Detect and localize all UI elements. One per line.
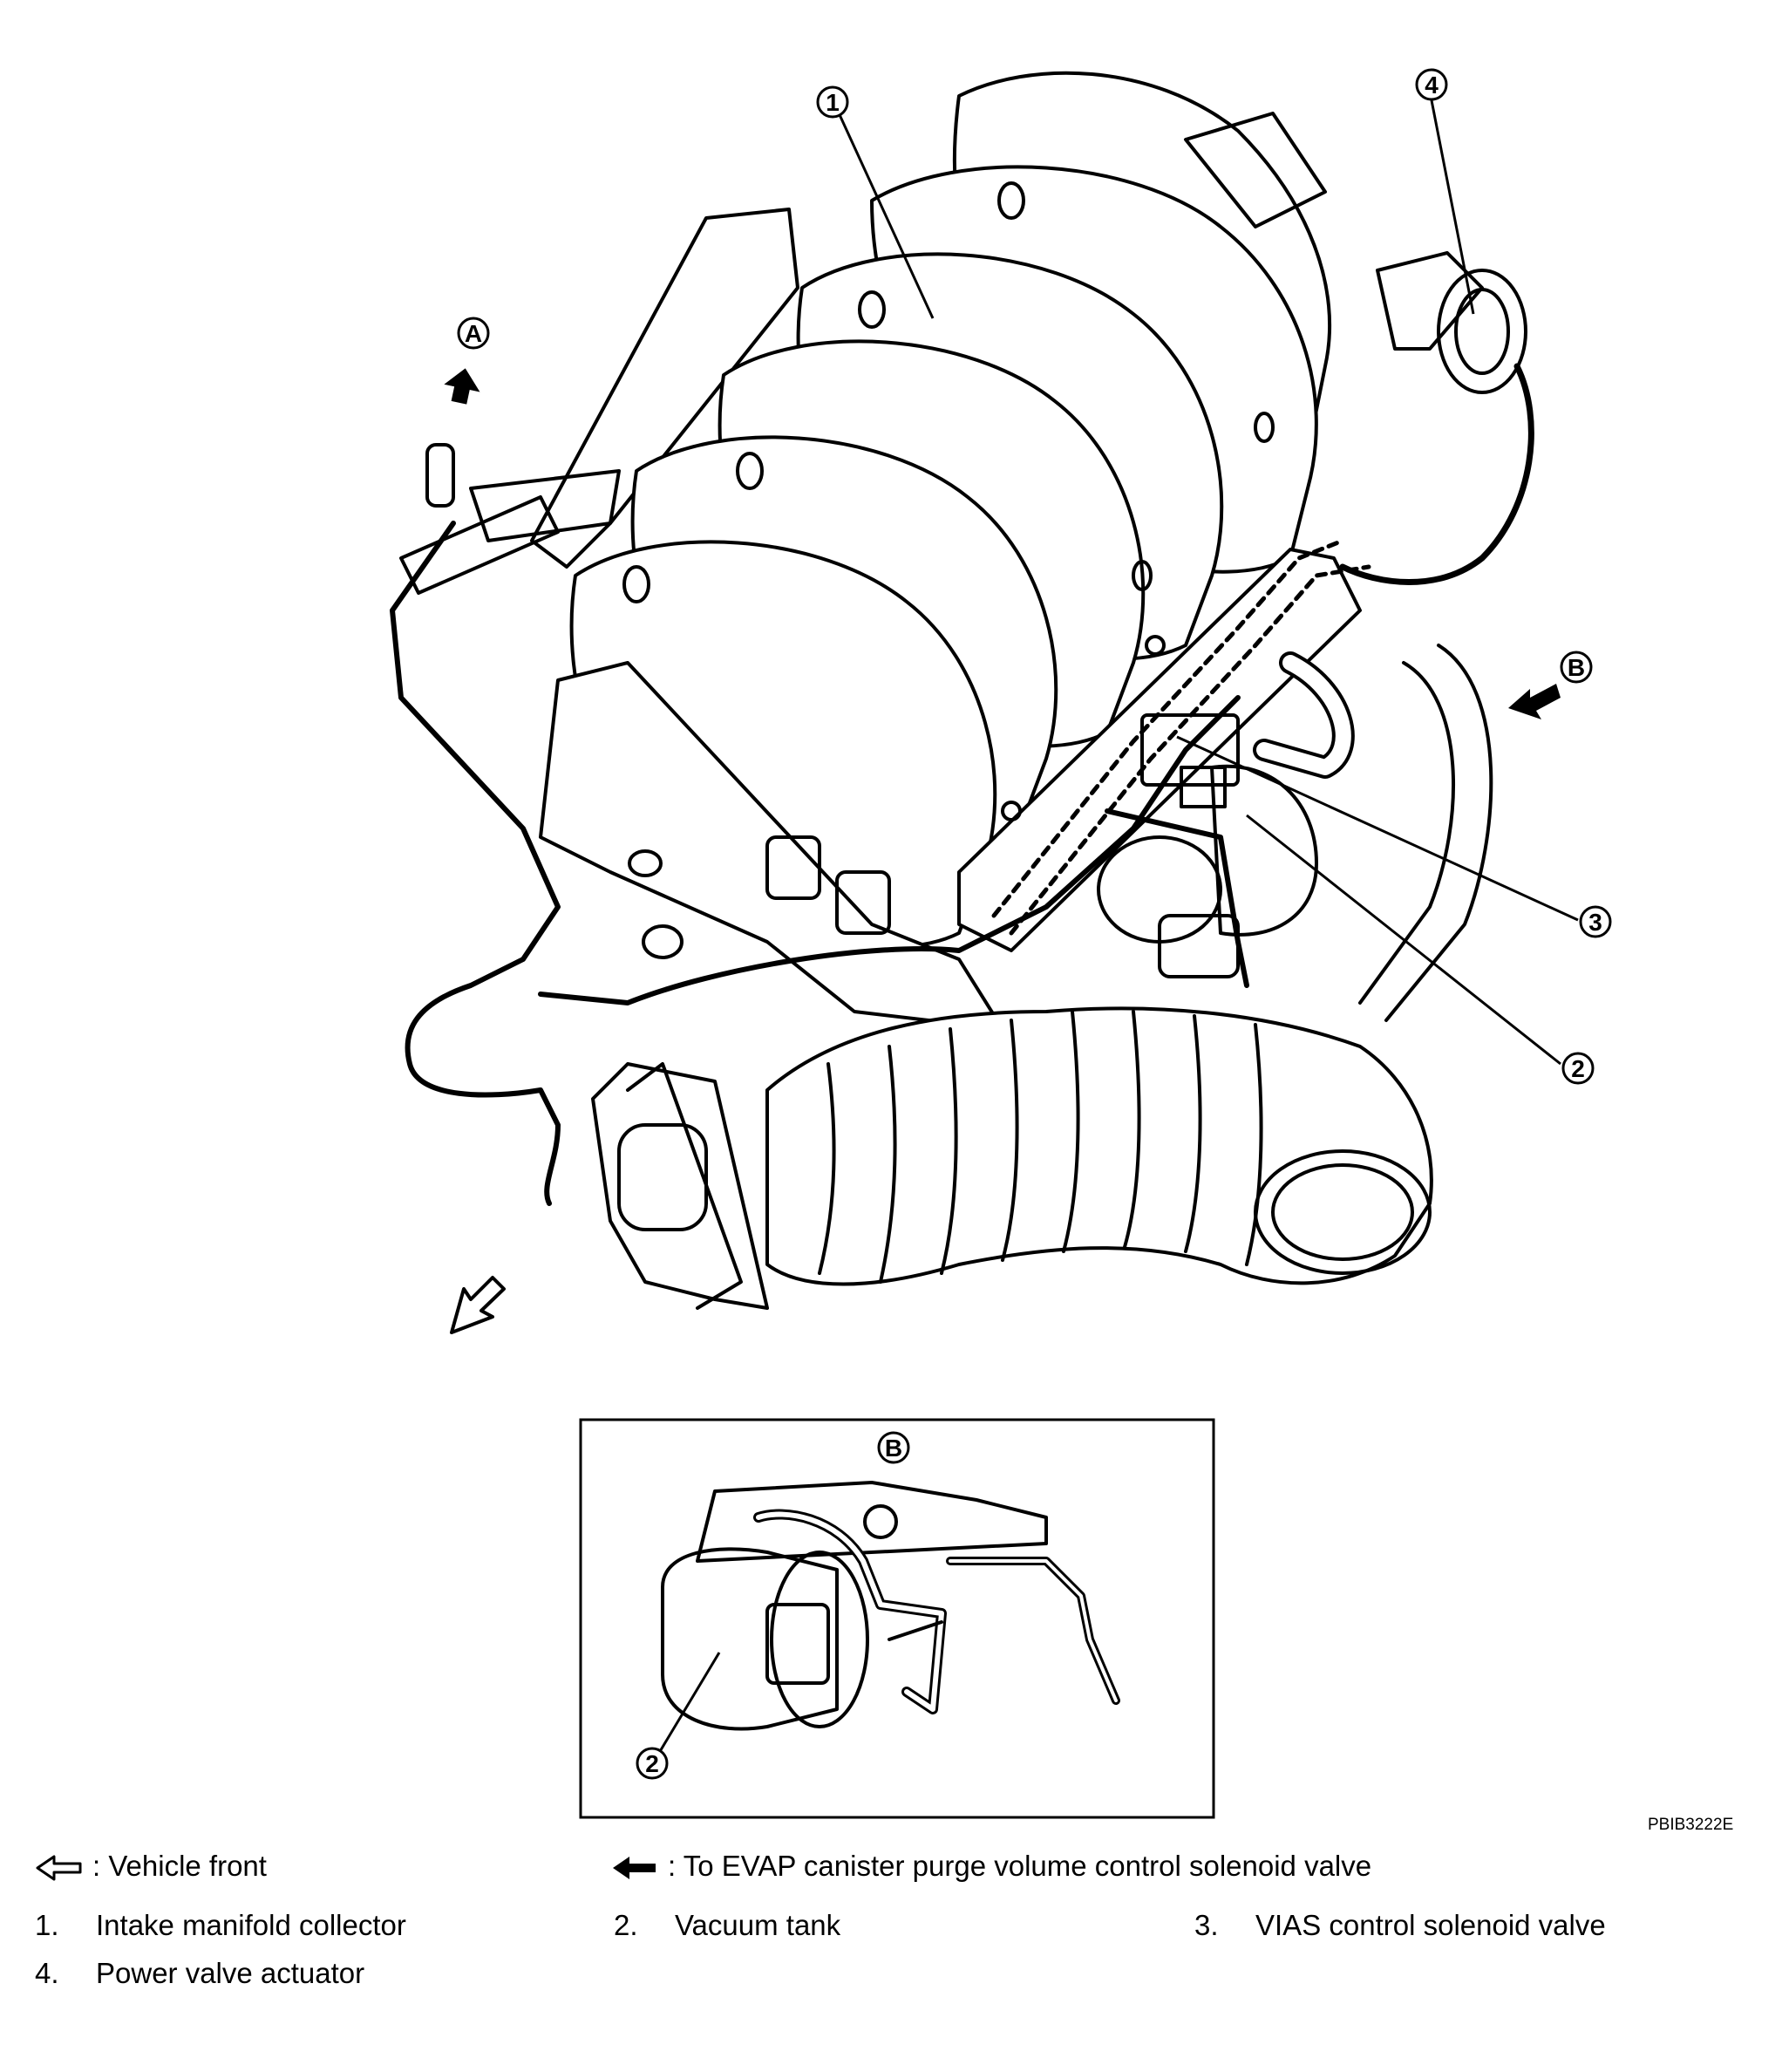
callout-2-text: 2	[1571, 1055, 1585, 1082]
vacuum-hose-left	[390, 521, 561, 1206]
vehicle-front-arrow	[450, 1276, 506, 1334]
callout-1-text: 1	[826, 89, 840, 116]
vacuum-tank	[1097, 764, 1318, 978]
callout-4-text: 4	[1425, 72, 1439, 99]
hollow-arrow-icon	[36, 1855, 82, 1881]
vacuum-hose-right	[1105, 808, 1249, 988]
vias-control-solenoid-valve	[1140, 713, 1240, 808]
inset-view-b: B 2	[579, 1418, 1215, 1819]
inset-b-label: B	[885, 1435, 902, 1462]
legend-item-number: 3.	[1194, 1909, 1219, 1941]
vacuum-hose-dashed	[991, 538, 1345, 918]
view-a-label: A	[465, 320, 482, 347]
power-valve-actuator	[1184, 112, 1527, 394]
legend-item-number: 1.	[35, 1909, 59, 1941]
legend-to-evap: : To EVAP canister purge volume control …	[610, 1849, 1371, 1884]
legend-vehicle-front: : Vehicle front	[35, 1849, 267, 1884]
vacuum-hose-main	[538, 695, 1241, 1005]
figure-code: PBIB3222E	[1648, 1816, 1734, 1834]
legend-item-label: Power valve actuator	[96, 1957, 365, 1989]
legend-item-2: 2. Vacuum tank	[614, 1908, 840, 1943]
legend-item-3: 3. VIAS control solenoid valve	[1194, 1908, 1606, 1943]
callout-1: 1	[816, 85, 849, 119]
view-b-arrow	[1508, 684, 1561, 719]
callout-3: 3	[1579, 905, 1612, 938]
right-outer-pipe	[1358, 661, 1456, 1005]
callout-2: 2	[1561, 1052, 1595, 1085]
legend-item-label: Vacuum tank	[675, 1909, 841, 1941]
legend-item-number: 2.	[614, 1909, 638, 1941]
view-a-arrow	[444, 368, 480, 405]
callout-3-text: 3	[1588, 909, 1602, 936]
view-a-callout: A	[457, 317, 490, 350]
vacuum-hose-dashed-2	[1009, 564, 1371, 936]
vacuum-hose-4	[1339, 363, 1534, 585]
legend-item-number: 4.	[35, 1957, 59, 1989]
legend-to-evap-text: : To EVAP canister purge volume control …	[668, 1850, 1372, 1882]
legend-item-4: 4. Power valve actuator	[35, 1956, 364, 1991]
legend-vehicle-front-text: : Vehicle front	[92, 1850, 267, 1882]
callout-4: 4	[1415, 68, 1448, 101]
air-intake-duct	[765, 1006, 1433, 1286]
legend-item-1: 1. Intake manifold collector	[35, 1908, 406, 1943]
view-b-callout: B	[1560, 651, 1593, 684]
engine-diagram: 1 4 3 2 A B B	[390, 68, 1612, 1819]
legend-item-label: Intake manifold collector	[96, 1909, 406, 1941]
inset-2-label: 2	[645, 1750, 659, 1777]
solid-arrow-icon	[613, 1857, 656, 1880]
legend-item-label: VIAS control solenoid valve	[1255, 1909, 1606, 1941]
throttle-body	[591, 1062, 769, 1310]
view-b-label: B	[1568, 654, 1585, 681]
